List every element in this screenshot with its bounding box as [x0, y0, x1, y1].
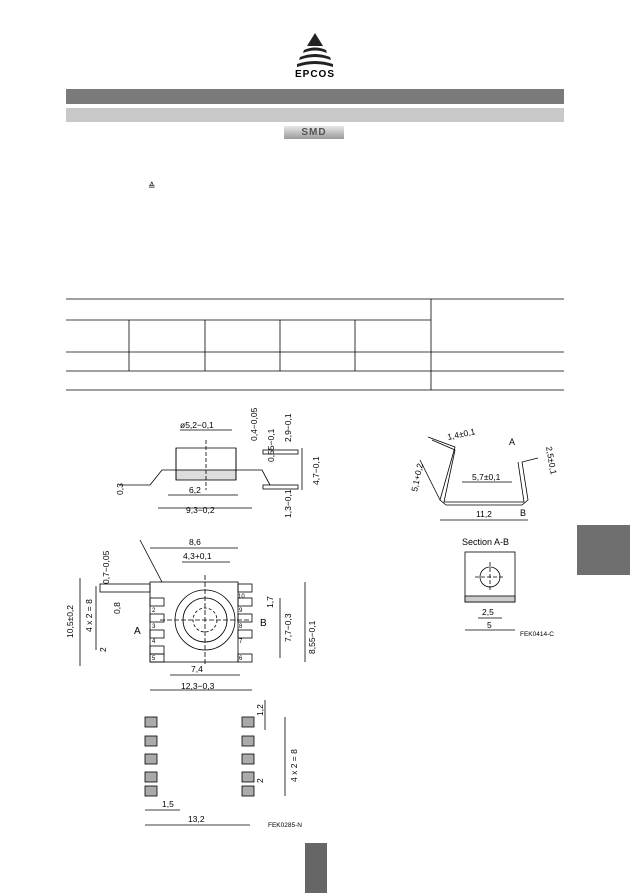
dim-1-2: 1,2 [255, 704, 265, 716]
dim-9-3: 9,3−0,2 [186, 505, 215, 515]
dim-0-3: 0,3 [115, 483, 125, 495]
clip-label-a: A [509, 437, 515, 447]
pin-number: 9 [239, 608, 243, 614]
dim-1-7: 1,7 [265, 596, 275, 608]
section-title: Section A-B [462, 537, 509, 547]
dim-11-2: 11,2 [476, 509, 492, 519]
dim-10-5: 10,5±0,2 [65, 605, 75, 638]
page-number-tab [305, 843, 327, 893]
dim-0-7: 0,7−0,05 [101, 550, 111, 584]
dim-8-6: 8,6 [189, 537, 201, 547]
dim-5-7: 5,7±0,1 [472, 472, 501, 482]
pin-number: 6 [239, 656, 243, 662]
dim-2-5-clip: 2,5±0,1 [544, 446, 559, 476]
dim-diameter: ø5,2−0,1 [180, 420, 214, 430]
dim-7-7: 7,7−0,3 [283, 613, 293, 642]
specification-table [66, 298, 564, 391]
dim-1-4: 1,4±0,1 [446, 426, 476, 442]
dim-4x2-footprint: 4 x 2 = 8 [289, 749, 299, 782]
header-band-light [66, 108, 564, 122]
smd-badge: SMD [284, 126, 344, 139]
pin-number: 4 [152, 639, 156, 645]
header-band-dark [66, 89, 564, 104]
drawing-code-left: FEK0285-N [268, 822, 302, 829]
dim-2-5-section: 2,5 [482, 607, 494, 617]
epcos-logo [297, 33, 333, 67]
section-label-b: B [260, 618, 267, 629]
corresponds-symbol: ≙ [148, 181, 156, 191]
pin-number: 7 [239, 639, 243, 645]
dim-2-top: 2 [98, 647, 108, 652]
dim-8-55: 8,55−0,1 [307, 620, 317, 654]
section-label-a: A [134, 626, 141, 637]
dim-4-7: 4,7−0,1 [311, 456, 321, 485]
dim-4x2-top: 4 x 2 = 8 [84, 599, 94, 632]
dim-5-section: 5 [487, 620, 492, 630]
dim-12-3: 12,3−0,3 [181, 681, 215, 691]
dim-4-3: 4,3+0,1 [183, 551, 212, 561]
pin-number: 2 [152, 608, 156, 614]
pin-number: 3 [152, 624, 156, 630]
dim-0-8: 0,8 [112, 602, 122, 614]
dim-5-1: 5,1+0,2 [409, 462, 425, 492]
dim-6-2: 6,2 [189, 485, 201, 495]
pin-number: 8 [239, 624, 243, 630]
dim-2-9: 2,9−0,1 [283, 413, 293, 442]
pin-number: 5 [152, 656, 156, 662]
dim-2-footprint: 2 [255, 778, 265, 783]
dim-1-3: 1,3−0,1 [283, 489, 293, 518]
side-thumb-tab [577, 525, 630, 575]
dim-13-2: 13,2 [188, 814, 205, 824]
drawing-code-right: FEK0414-C [520, 631, 554, 638]
brand-name: EPCOS [294, 69, 335, 80]
dim-7-4: 7,4 [191, 664, 203, 674]
clip-label-b: B [520, 508, 526, 518]
dim-0-55: 0,55−0,1 [266, 428, 276, 462]
dim-1-5: 1,5 [162, 799, 174, 809]
dim-0-4: 0,4−0,05 [249, 407, 259, 441]
pin-number: 10 [238, 594, 245, 600]
